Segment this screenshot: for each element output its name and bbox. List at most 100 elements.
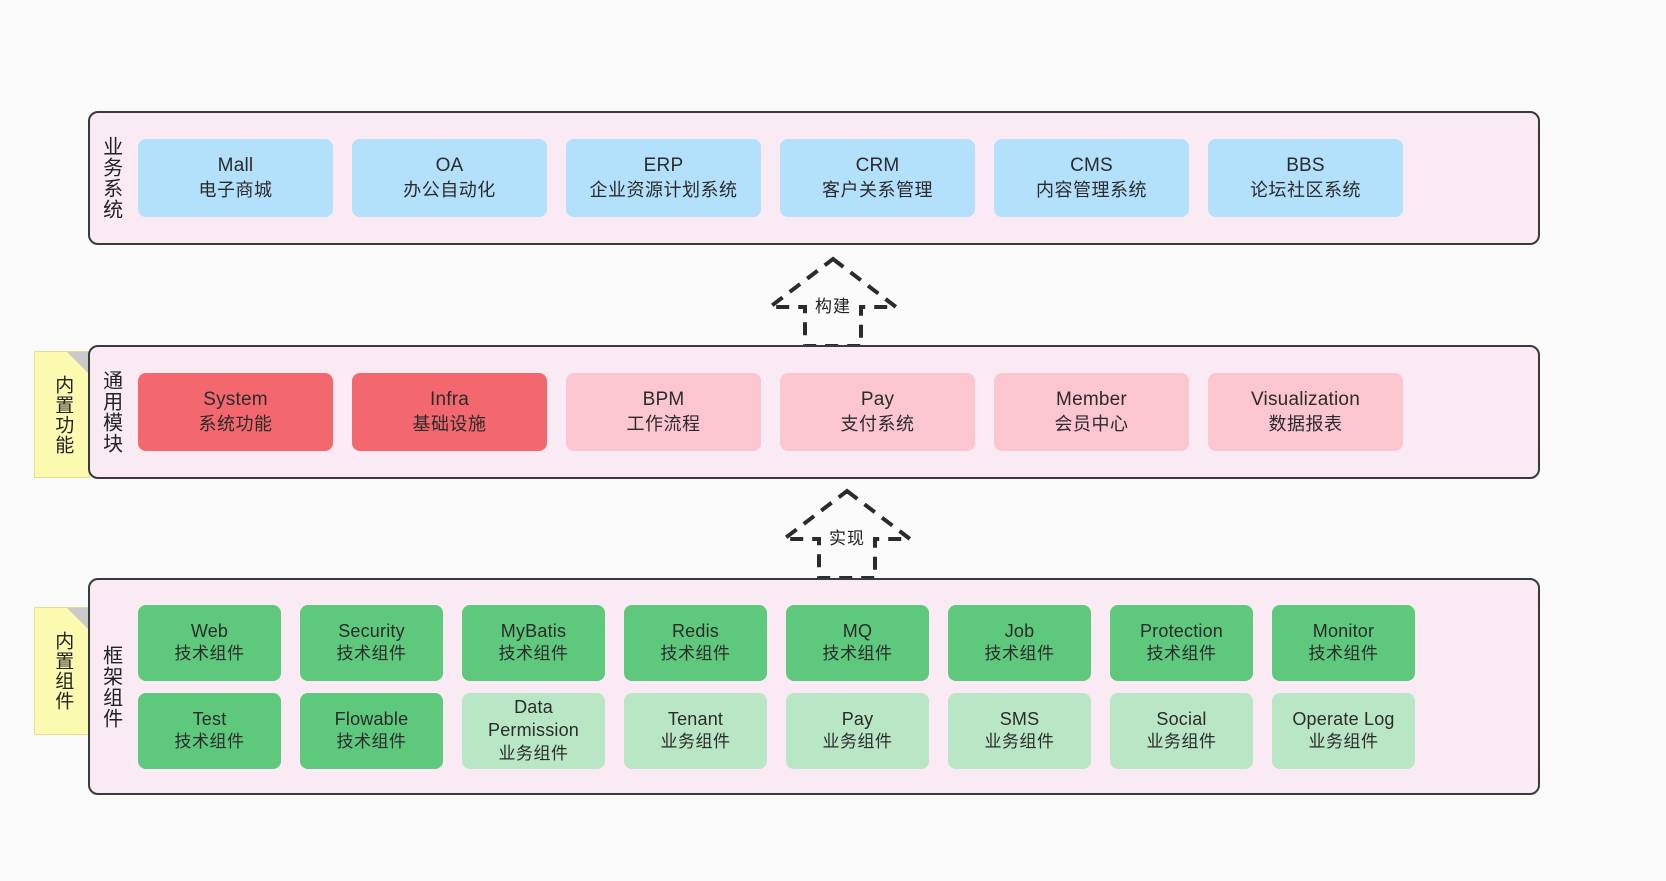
box-test[interactable]: Test 技术组件 [138, 692, 281, 769]
box-bbs-title: BBS [1286, 154, 1325, 176]
box-operate-log-subtitle: 业务组件 [1308, 732, 1379, 752]
section-label-common-modules: 通用模块 [99, 370, 122, 454]
box-mq-title: MQ [842, 620, 873, 641]
box-social-title: Social [1156, 708, 1207, 729]
box-flowable-subtitle: 技术组件 [336, 732, 407, 752]
box-monitor-title: Monitor [1312, 620, 1375, 641]
box-data-permission[interactable]: Data Permission 业务组件 [462, 692, 605, 769]
note-fold-corner-icon [67, 352, 89, 374]
box-sms[interactable]: SMS 业务组件 [948, 692, 1091, 769]
box-crm-title: CRM [855, 154, 900, 176]
box-pay-component[interactable]: Pay 业务组件 [786, 692, 929, 769]
box-visualization[interactable]: Visualization 数据报表 [1208, 373, 1403, 451]
box-tenant-subtitle: 业务组件 [660, 732, 731, 752]
box-system-title: System [203, 388, 268, 410]
arrow-implement-label: 实现 [829, 529, 865, 548]
box-oa-title: OA [435, 154, 464, 176]
box-pay-module[interactable]: Pay 支付系统 [780, 373, 975, 451]
box-member-title: Member [1056, 388, 1127, 410]
box-social-subtitle: 业务组件 [1146, 732, 1217, 752]
box-erp-title: ERP [643, 154, 684, 176]
box-job-title: Job [1004, 620, 1035, 641]
box-test-title: Test [192, 708, 227, 729]
box-mall-title: Mall [217, 154, 254, 176]
box-bbs-subtitle: 论坛社区系统 [1250, 179, 1361, 200]
box-redis[interactable]: Redis 技术组件 [624, 604, 767, 681]
box-pay-component-subtitle: 业务组件 [822, 732, 893, 752]
box-flowable[interactable]: Flowable 技术组件 [300, 692, 443, 769]
box-mybatis[interactable]: MyBatis 技术组件 [462, 604, 605, 681]
box-protection[interactable]: Protection 技术组件 [1110, 604, 1253, 681]
box-job-subtitle: 技术组件 [984, 644, 1055, 664]
box-protection-subtitle: 技术组件 [1146, 644, 1217, 664]
box-bbs[interactable]: BBS 论坛社区系统 [1208, 139, 1403, 217]
section-label-framework-components: 框架组件 [99, 644, 122, 729]
box-pay-module-title: Pay [860, 388, 895, 410]
box-erp-subtitle: 企业资源计划系统 [589, 179, 738, 200]
section-body-business-systems: Mall 电子商城 OA 办公自动化 ERP 企业资源计划系统 CRM 客户关系… [130, 113, 1538, 243]
section-business-systems: 业务系统 Mall 电子商城 OA 办公自动化 ERP 企业资源计划系统 CRM… [88, 111, 1540, 245]
framework-business-components-row: Test 技术组件 Flowable 技术组件 Data Permission … [130, 692, 1538, 769]
note-builtin-component: 内置组件 [34, 607, 90, 735]
box-data-permission-title: Data Permission [487, 697, 580, 741]
box-web-title: Web [190, 620, 229, 641]
box-member[interactable]: Member 会员中心 [994, 373, 1189, 451]
box-operate-log[interactable]: Operate Log 业务组件 [1272, 692, 1415, 769]
box-test-subtitle: 技术组件 [174, 732, 245, 752]
box-mq[interactable]: MQ 技术组件 [786, 604, 929, 681]
box-bpm[interactable]: BPM 工作流程 [566, 373, 761, 451]
box-security-subtitle: 技术组件 [336, 644, 407, 664]
box-web-subtitle: 技术组件 [174, 644, 245, 664]
section-body-common-modules: System 系统功能 Infra 基础设施 BPM 工作流程 Pay 支付系统… [130, 347, 1538, 477]
box-tenant-title: Tenant [667, 708, 724, 729]
box-monitor-subtitle: 技术组件 [1308, 644, 1379, 664]
arrow-build-label: 构建 [815, 297, 851, 316]
box-job[interactable]: Job 技术组件 [948, 604, 1091, 681]
box-oa-subtitle: 办公自动化 [403, 179, 496, 200]
framework-tech-components-row: Web 技术组件 Security 技术组件 MyBatis 技术组件 Redi… [130, 604, 1538, 681]
box-tenant[interactable]: Tenant 业务组件 [624, 692, 767, 769]
box-infra-title: Infra [429, 388, 470, 410]
box-system-subtitle: 系统功能 [198, 413, 273, 434]
box-mall-subtitle: 电子商城 [198, 179, 273, 200]
box-crm-subtitle: 客户关系管理 [822, 179, 933, 200]
note-builtin-function: 内置功能 [34, 351, 90, 478]
box-infra-subtitle: 基础设施 [412, 413, 487, 434]
box-sms-title: SMS [999, 708, 1040, 729]
box-web[interactable]: Web 技术组件 [138, 604, 281, 681]
business-systems-row: Mall 电子商城 OA 办公自动化 ERP 企业资源计划系统 CRM 客户关系… [130, 139, 1538, 217]
box-erp[interactable]: ERP 企业资源计划系统 [566, 139, 761, 217]
note-builtin-component-label: 内置组件 [52, 631, 74, 711]
section-label-business-systems: 业务系统 [99, 136, 122, 220]
box-social[interactable]: Social 业务组件 [1110, 692, 1253, 769]
box-monitor[interactable]: Monitor 技术组件 [1272, 604, 1415, 681]
box-visualization-title: Visualization [1251, 388, 1360, 410]
box-sms-subtitle: 业务组件 [984, 732, 1055, 752]
box-data-permission-subtitle: 业务组件 [498, 743, 569, 763]
box-crm[interactable]: CRM 客户关系管理 [780, 139, 975, 217]
box-operate-log-title: Operate Log [1292, 708, 1395, 729]
box-mybatis-subtitle: 技术组件 [498, 644, 569, 664]
section-framework-components: 框架组件 Web 技术组件 Security 技术组件 MyBatis 技术组件… [88, 578, 1540, 795]
section-common-modules: 通用模块 System 系统功能 Infra 基础设施 BPM 工作流程 Pay… [88, 345, 1540, 479]
box-member-subtitle: 会员中心 [1054, 413, 1129, 434]
box-protection-title: Protection [1139, 620, 1224, 641]
note-fold-corner-icon [67, 608, 89, 630]
box-oa[interactable]: OA 办公自动化 [352, 139, 547, 217]
note-builtin-function-label: 内置功能 [52, 374, 74, 455]
section-body-framework-components: Web 技术组件 Security 技术组件 MyBatis 技术组件 Redi… [130, 580, 1538, 793]
box-redis-subtitle: 技术组件 [660, 644, 731, 664]
box-security-title: Security [338, 620, 405, 641]
box-cms-subtitle: 内容管理系统 [1036, 179, 1147, 200]
box-infra[interactable]: Infra 基础设施 [352, 373, 547, 451]
box-pay-module-subtitle: 支付系统 [840, 413, 915, 434]
box-system[interactable]: System 系统功能 [138, 373, 333, 451]
arrow-implement: 实现 [762, 487, 932, 582]
box-cms[interactable]: CMS 内容管理系统 [994, 139, 1189, 217]
box-bpm-title: BPM [642, 388, 685, 410]
box-flowable-title: Flowable [334, 708, 409, 729]
box-mall[interactable]: Mall 电子商城 [138, 139, 333, 217]
box-pay-component-title: Pay [841, 708, 874, 729]
box-security[interactable]: Security 技术组件 [300, 604, 443, 681]
